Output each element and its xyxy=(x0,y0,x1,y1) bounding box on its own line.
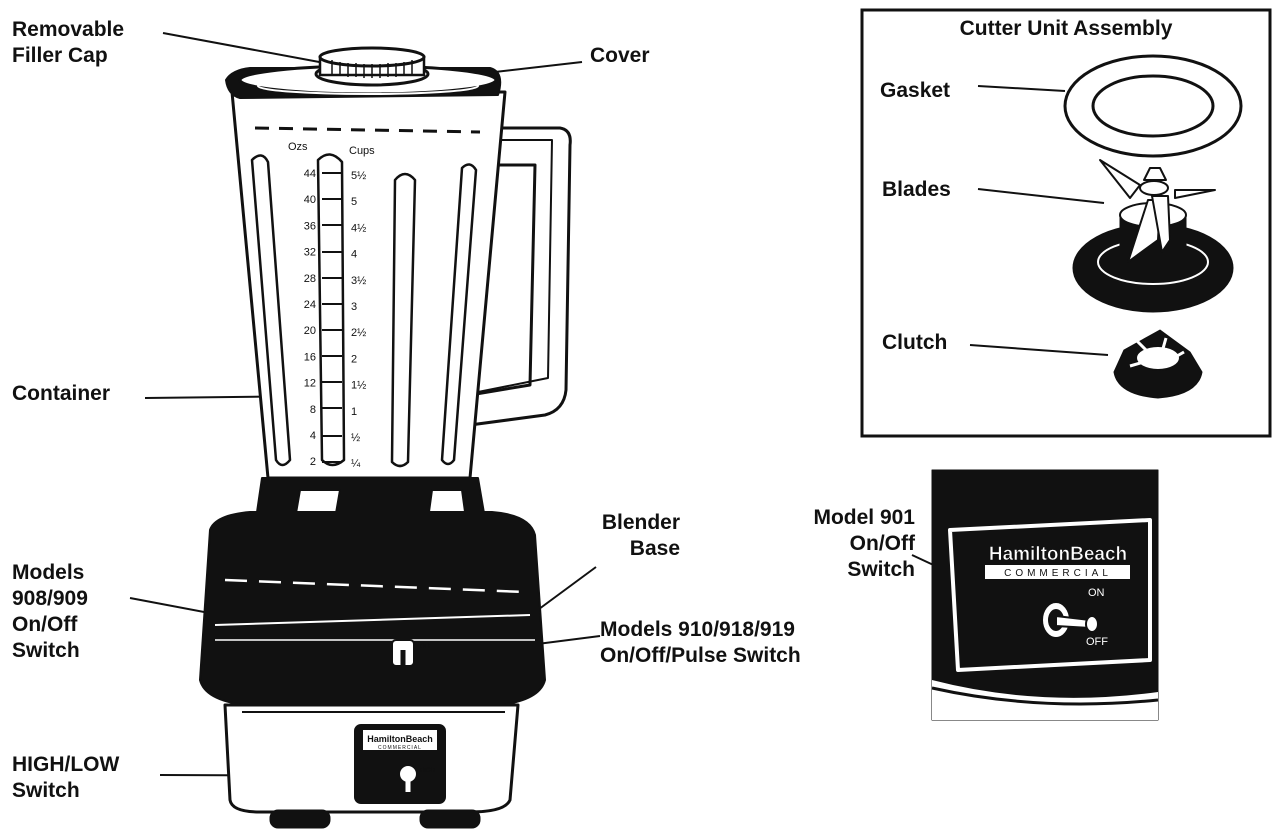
ozs-value: 16 xyxy=(304,351,316,363)
ozs-value: 40 xyxy=(304,194,316,206)
ozs-value: 2 xyxy=(310,456,316,468)
cover-label: Cover xyxy=(590,44,650,67)
clutch-illustration xyxy=(1113,329,1203,399)
ozs-value: 8 xyxy=(310,404,316,416)
ozs-value: 20 xyxy=(304,325,316,337)
cups-value: 1 xyxy=(351,406,357,418)
base-brand-sub: COMMERCIAL xyxy=(378,745,422,751)
blender-container xyxy=(230,90,572,480)
ozs-value: 24 xyxy=(304,299,316,311)
ozs-value: 36 xyxy=(304,220,316,232)
gasket-illustration xyxy=(1063,54,1243,158)
panel-brand-sub: COMMERCIAL xyxy=(1004,568,1112,579)
base-off-text: OFF xyxy=(420,644,432,650)
ozs-value: 32 xyxy=(304,247,316,259)
off-text: OFF xyxy=(1086,636,1108,648)
models-910-918-919-label: Models 910/918/919 On/Off/Pulse Switch xyxy=(600,618,801,667)
blades-illustration xyxy=(1072,159,1234,313)
ozs-value: 12 xyxy=(304,378,316,390)
on-text: ON xyxy=(1088,587,1105,599)
filler-cap xyxy=(314,46,430,87)
cutter-unit-box xyxy=(860,8,1272,438)
high-low-label: HIGH/LOW Switch xyxy=(12,753,120,802)
cups-value: 4½ xyxy=(351,222,366,234)
cups-value: 3½ xyxy=(351,275,366,287)
cups-value: 1½ xyxy=(351,380,366,392)
cups-value: 2 xyxy=(351,353,357,365)
scale-ticks xyxy=(322,172,342,463)
ozs-value: 44 xyxy=(304,168,316,180)
cups-value: 2½ xyxy=(351,327,366,339)
ozs-values: 44 40 36 32 28 24 20 16 12 8 4 2 xyxy=(304,168,316,468)
container-label: Container xyxy=(12,382,111,405)
cups-value: 3 xyxy=(351,301,357,313)
cups-value: 4 xyxy=(351,249,357,261)
cups-value: 5 xyxy=(351,196,357,208)
blender-base: OFF HamiltonBeach COMMERCIAL HIGH xyxy=(199,477,546,829)
cutter-unit-title: Cutter Unit Assembly xyxy=(959,17,1173,40)
high-text: HIGH xyxy=(420,768,435,774)
blender-base-label: Blender Base xyxy=(601,511,680,560)
ozs-value: 28 xyxy=(304,273,316,285)
ozs-header: Ozs xyxy=(288,141,308,153)
ozs-value: 4 xyxy=(310,430,316,442)
filler-cap-label: Removable Filler Cap xyxy=(12,18,125,67)
cups-header: Cups xyxy=(349,145,375,157)
base-brand-name: HamiltonBeach xyxy=(367,734,433,744)
gasket-label: Gasket xyxy=(880,79,951,102)
model-901-detail: HamiltonBeach COMMERCIAL ON OFF xyxy=(931,469,1159,721)
blades-label: Blades xyxy=(882,178,951,201)
cups-value: ½ xyxy=(351,432,360,444)
model-901-label: Model 901 On/Off Switch xyxy=(813,506,915,581)
cups-value: ¼ xyxy=(351,458,361,470)
clutch-label: Clutch xyxy=(882,331,948,354)
cups-value: 5½ xyxy=(351,170,366,182)
panel-brand-name: HamiltonBeach xyxy=(989,544,1127,565)
models-908-909-label: Models 908/909 On/Off Switch xyxy=(12,561,88,662)
